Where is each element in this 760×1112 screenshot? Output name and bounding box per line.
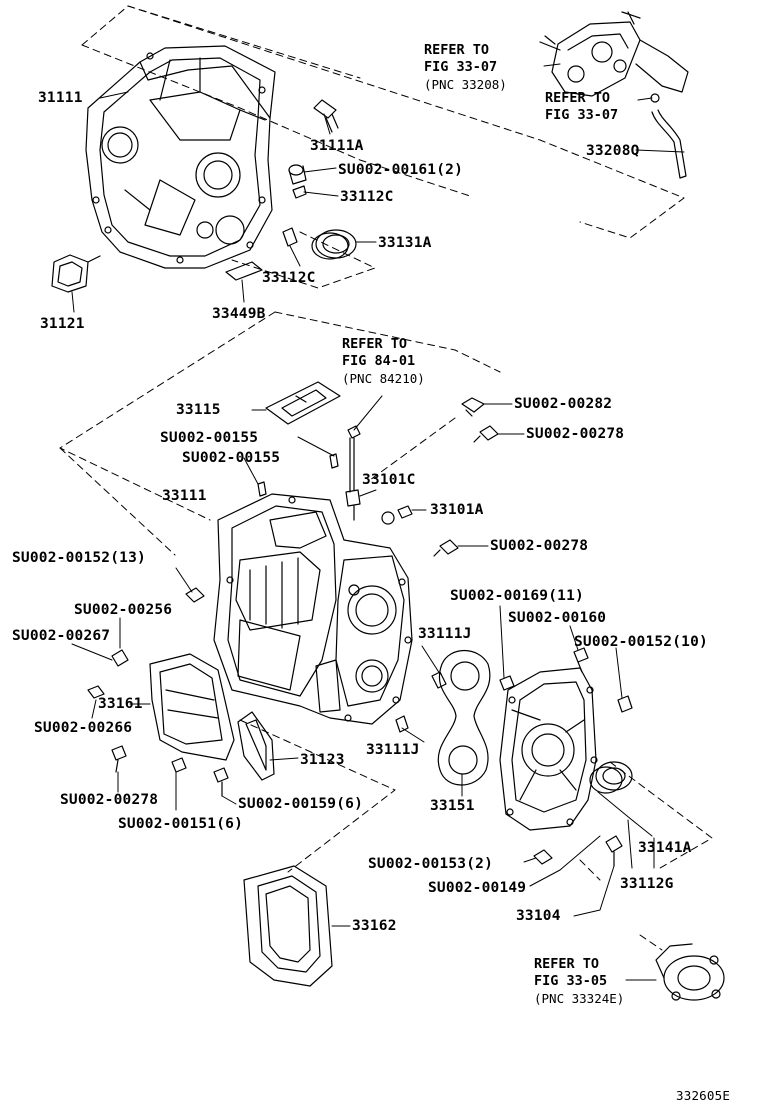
label-33208q: 33208Q xyxy=(586,143,640,159)
reference-line: REFER TO xyxy=(342,336,408,352)
reference-fig-33-07-pnc: REFER TO FIG 33-07 (PNC 33208) xyxy=(424,42,507,93)
label-31111a: 31111A xyxy=(310,138,364,154)
label-33141a: 33141A xyxy=(638,840,692,856)
label-33112c-lower: 33112C xyxy=(262,270,316,286)
flange-33324e xyxy=(655,943,725,1001)
label-su002-00282: SU002-00282 xyxy=(514,396,613,412)
label-33161: 33161 xyxy=(98,696,143,712)
reference-line: FIG 84-01 xyxy=(342,353,416,369)
oring-33101c xyxy=(381,505,413,525)
label-su002-00152-10: SU002-00152(10) xyxy=(574,634,708,650)
plug-00278-mid xyxy=(433,539,459,557)
reference-line: (PNC 33324E) xyxy=(534,991,625,1006)
label-su002-00155-a: SU002-00155 xyxy=(160,430,259,446)
label-33111j-upper: 33111J xyxy=(418,626,472,642)
label-su002-00266: SU002-00266 xyxy=(34,720,133,736)
oil-seal-33141a xyxy=(589,761,633,794)
reference-line: (PNC 33208) xyxy=(424,77,507,92)
label-su002-00155-b: SU002-00155 xyxy=(182,450,281,466)
reference-fig-84-01: REFER TO FIG 84-01 (PNC 84210) xyxy=(342,336,425,387)
label-33111j-lower: 33111J xyxy=(366,742,420,758)
bell-housing-31111 xyxy=(85,45,276,269)
label-su002-00153: SU002-00153(2) xyxy=(368,856,494,872)
label-31123: 31123 xyxy=(300,752,345,768)
label-33101a: 33101A xyxy=(430,502,484,518)
label-33112g: 33112G xyxy=(620,876,674,892)
oil-seal-33131a xyxy=(311,229,357,260)
label-su002-00278-upper: SU002-00278 xyxy=(526,426,625,442)
label-su002-00152-13: SU002-00152(13) xyxy=(12,550,146,566)
pump-33208q xyxy=(539,11,689,179)
label-su002-00151: SU002-00151(6) xyxy=(118,816,244,832)
transmission-case-33111 xyxy=(213,493,413,725)
sensor-84210 xyxy=(345,425,361,521)
cover-plate-33115 xyxy=(265,381,341,425)
reference-line: FIG 33-07 xyxy=(424,59,498,75)
label-33162: 33162 xyxy=(352,918,397,934)
label-33104: 33104 xyxy=(516,908,561,924)
reference-fig-33-07: REFER TO FIG 33-07 xyxy=(545,90,618,124)
pin-00155 xyxy=(257,453,339,497)
diagram-id: 332605E xyxy=(676,1088,731,1103)
reference-line: REFER TO xyxy=(534,956,600,972)
label-33151: 33151 xyxy=(430,798,475,814)
extension-housing xyxy=(499,667,598,831)
label-su002-00169: SU002-00169(11) xyxy=(450,588,584,604)
label-33112c-upper: 33112C xyxy=(340,189,394,205)
label-33101c: 33101C xyxy=(362,472,416,488)
boot-31121 xyxy=(51,254,101,293)
label-su002-00278-lower: SU002-00278 xyxy=(60,792,159,808)
bolts-left-side xyxy=(87,587,229,797)
dashed-outline-middle xyxy=(59,311,713,951)
gasket-33162 xyxy=(243,865,333,987)
label-su002-00159: SU002-00159(6) xyxy=(238,796,364,812)
gasket-33151 xyxy=(437,650,491,786)
label-33449b: 33449B xyxy=(212,306,266,322)
plug-00282 xyxy=(461,397,485,417)
leader-lines xyxy=(71,63,685,981)
reference-line: REFER TO xyxy=(545,90,611,106)
plate-33449b xyxy=(225,261,263,281)
reference-fig-33-05: REFER TO FIG 33-05 (PNC 33324E) xyxy=(534,956,624,1007)
reference-line: FIG 33-07 xyxy=(545,107,619,123)
label-31121: 31121 xyxy=(40,316,85,332)
reference-line: REFER TO xyxy=(424,42,490,58)
strip-31123 xyxy=(237,711,275,781)
label-su002-00160: SU002-00160 xyxy=(508,610,607,626)
label-31111: 31111 xyxy=(38,90,83,106)
bolt-31111a xyxy=(313,99,339,133)
label-33131a: 33131A xyxy=(378,235,432,251)
label-su002-00161: SU002-00161(2) xyxy=(338,162,464,178)
small-pins-upper xyxy=(282,164,307,247)
label-33111: 33111 xyxy=(162,488,207,504)
side-cover-33161 xyxy=(149,653,235,761)
label-su002-00256: SU002-00256 xyxy=(74,602,173,618)
reference-line: FIG 33-05 xyxy=(534,973,608,989)
label-su002-00149: SU002-00149 xyxy=(428,880,527,896)
reference-line: (PNC 84210) xyxy=(342,371,425,386)
label-33115: 33115 xyxy=(176,402,221,418)
label-su002-00278-mid: SU002-00278 xyxy=(490,538,589,554)
label-su002-00267: SU002-00267 xyxy=(12,628,111,644)
plug-00278-upper xyxy=(473,425,499,443)
bolts-right-side xyxy=(499,647,633,867)
pins-33111j xyxy=(395,671,447,733)
